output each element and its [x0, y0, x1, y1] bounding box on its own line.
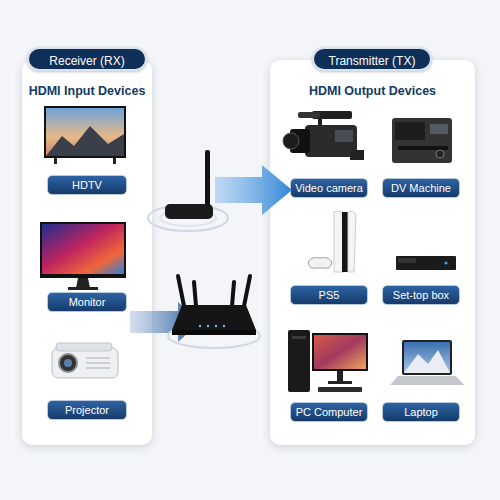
projector-illustration: [52, 343, 118, 378]
panel-heading: HDMI Output Devices: [270, 84, 475, 98]
receiver-device: [148, 150, 228, 231]
pc-computer-illustration: [288, 330, 368, 392]
laptop-illustration: [390, 340, 464, 385]
device-panel: Transmitter (TX)HDMI Output DevicesVideo…: [270, 60, 475, 445]
device-label-box: PC Computer: [290, 402, 368, 422]
device-label: Video camera: [295, 182, 363, 194]
set-top-box-illustration: [396, 256, 456, 270]
signal-arrow: [215, 165, 292, 215]
device-label: HDTV: [72, 179, 102, 191]
device-label: Projector: [65, 404, 109, 416]
signal-arrow: [130, 302, 200, 342]
device-label: PS5: [319, 289, 340, 301]
device-label-box: Projector: [47, 400, 127, 420]
device-label: Laptop: [404, 406, 438, 418]
device-label-box: DV Machine: [382, 178, 460, 198]
panel-header: Transmitter (TX): [312, 47, 432, 71]
device-label: PC Computer: [296, 406, 363, 418]
panel-heading: HDMI Input Devices: [22, 84, 152, 98]
panel-header: Receiver (RX): [27, 47, 147, 71]
device-label: Set-top box: [393, 289, 449, 301]
device-label: DV Machine: [391, 182, 451, 194]
device-label-box: HDTV: [47, 175, 127, 195]
device-label-box: Video camera: [290, 178, 368, 198]
monitor-illustration: [40, 222, 126, 290]
device-label: Monitor: [69, 296, 106, 308]
device-label-box: Monitor: [47, 292, 127, 312]
video-camera-illustration: [283, 111, 364, 160]
device-label-box: Laptop: [382, 402, 460, 422]
dv-machine-illustration: [392, 118, 452, 163]
device-label-box: PS5: [290, 285, 368, 305]
hdtv-illustration: [44, 106, 126, 164]
ps5-illustration: [308, 211, 356, 272]
device-label-box: Set-top box: [382, 285, 460, 305]
transmitter-router: [168, 276, 260, 348]
device-panel: Receiver (RX)HDMI Input DevicesHDTVMonit…: [22, 60, 152, 445]
